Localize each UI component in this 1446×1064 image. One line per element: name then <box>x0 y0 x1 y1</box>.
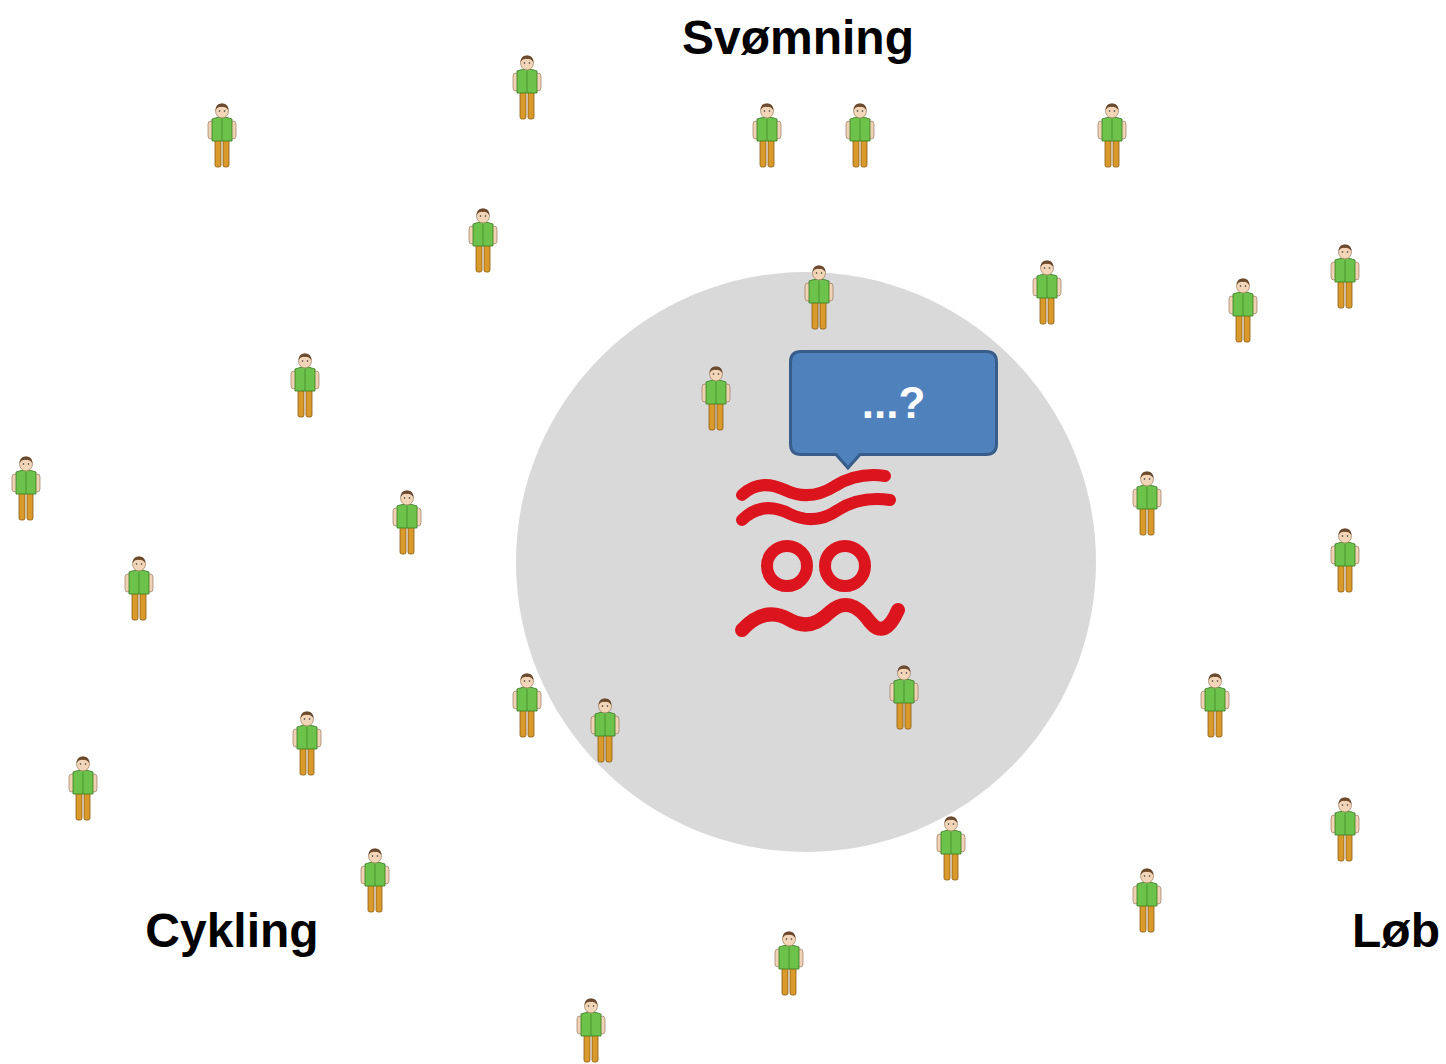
person-figure <box>1201 673 1229 737</box>
person-figure <box>1133 471 1161 535</box>
person-figure <box>291 353 319 417</box>
people <box>12 55 1359 1062</box>
person-figure <box>69 756 97 820</box>
person-figure <box>513 55 541 119</box>
person-figure <box>513 673 541 737</box>
person-figure <box>469 208 497 272</box>
bubble-text: ...? <box>862 381 926 425</box>
person-figure <box>591 698 619 762</box>
person-figure <box>1229 278 1257 342</box>
person-figure <box>846 103 874 167</box>
person-figure <box>890 665 918 729</box>
sport-label: Løb <box>1352 905 1440 958</box>
person-figure <box>1331 244 1359 308</box>
speech-bubble: ...? <box>789 350 998 456</box>
sport-label: Cykling <box>145 905 318 958</box>
sport-label: Svømning <box>682 12 914 65</box>
person-figure <box>1098 103 1126 167</box>
person-figure <box>1331 797 1359 861</box>
person-figure <box>577 998 605 1062</box>
person-figure <box>805 265 833 329</box>
person-figure <box>1133 868 1161 932</box>
person-figure <box>125 556 153 620</box>
person-figure <box>1033 260 1061 324</box>
person-figure <box>702 366 730 430</box>
person-figure <box>361 848 389 912</box>
triathlon-logo <box>742 475 898 630</box>
bubble-shape <box>791 352 997 469</box>
person-figure <box>393 490 421 554</box>
person-figure <box>1331 528 1359 592</box>
person-figure <box>12 456 40 520</box>
person-figure <box>775 931 803 995</box>
person-figure <box>937 816 965 880</box>
person-figure <box>293 711 321 775</box>
person-figure <box>208 103 236 167</box>
person-figure <box>753 103 781 167</box>
group-circle <box>516 272 1096 852</box>
